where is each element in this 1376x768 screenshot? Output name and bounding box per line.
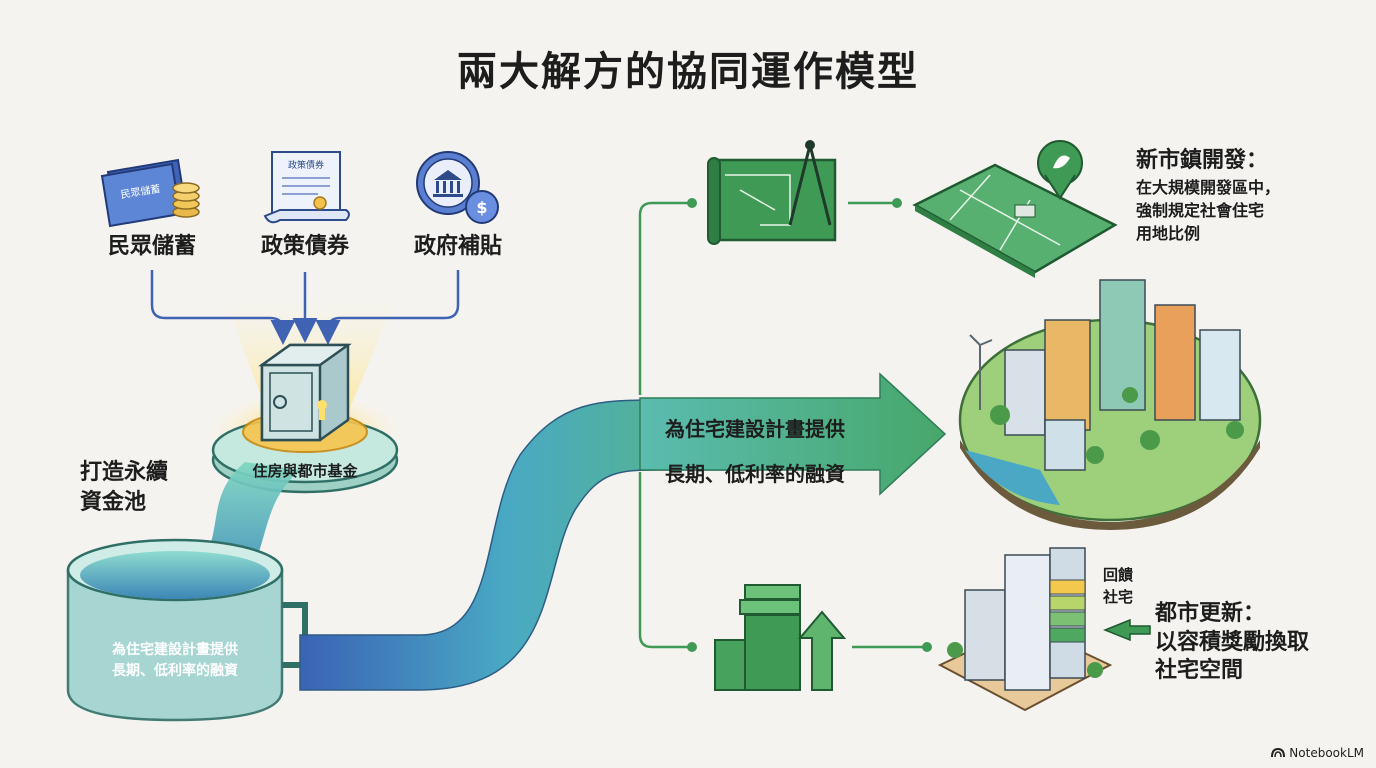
brand-name: NotebookLM [1289, 745, 1364, 760]
tank-caption-line-2: 長期、低利率的融資 [112, 663, 238, 679]
new-town-text: 新市鎮開發： 在大規模開發區中， 強制規定社會住宅 用地比例 [1136, 147, 1280, 245]
pool-label-line-2: 資金池 [80, 489, 147, 515]
water-tank-icon [66, 538, 308, 722]
arrow-caption-line-2: 長期、低利率的融資 [665, 462, 845, 486]
new-town-heading: 新市鎮開發： [1136, 148, 1269, 173]
renewal-callout-line-2: 社宅 [1103, 587, 1134, 606]
safe-vault-icon [258, 343, 352, 442]
arrow-subsidy-to-fund [315, 270, 460, 345]
government-subsidy-icon: $ [416, 151, 499, 224]
urban-renewal-line-2: 以容積獎勵換取 [1155, 629, 1310, 655]
new-town-desc-line-3: 用地比例 [1136, 223, 1201, 243]
urban-renewal-line-1: 都市更新： [1155, 601, 1266, 626]
source-label-bonds: 政策債券 [260, 234, 349, 259]
fund-label: 住房與都市基金 [252, 462, 358, 480]
branch-new-town [638, 201, 690, 395]
diagram-title: 兩大解方的協同運作模型 [457, 49, 919, 95]
arrow-caption-line-1: 為住宅建設計畫提供 [665, 417, 845, 441]
branch-urban-renewal [638, 472, 690, 649]
bond-document-icon: 政策債券 [263, 151, 350, 224]
tank-caption: 為住宅建設計畫提供 長期、低利率的融資 [82, 640, 268, 682]
blueprint-compass-icon [707, 140, 837, 245]
pool-label: 打造永續 資金池 [80, 458, 168, 517]
source-label-savings: 民眾儲蓄 [107, 234, 196, 259]
land-plan-map-icon [912, 140, 1118, 278]
svg-text:$: $ [476, 198, 487, 217]
building-blocks-growth-icon [714, 584, 847, 691]
renewal-callout-line-1: 回饋 [1103, 566, 1134, 584]
new-town-desc-line-1: 在大規模開發區中， [1136, 177, 1281, 197]
urban-renewal-text: 都市更新： 以容積獎勵換取 社宅空間 [1155, 600, 1309, 686]
brand-mark: NotebookLM [1271, 746, 1364, 760]
svg-text:政策債券: 政策債券 [288, 159, 324, 171]
renewal-callout: 回饋 社宅 [1103, 565, 1133, 609]
new-town-desc-line-2: 強制規定社會住宅 [1136, 200, 1265, 220]
renewal-tower-icon [937, 547, 1151, 712]
tank-caption-line-1: 為住宅建設計畫提供 [112, 642, 238, 658]
pool-label-line-1: 打造永續 [80, 460, 169, 485]
green-city-icon [958, 279, 1262, 530]
urban-renewal-line-3: 社宅空間 [1155, 658, 1244, 684]
arrow-caption: 為住宅建設計畫提供 長期、低利率的融資 [665, 407, 845, 497]
notebooklm-logo-icon [1271, 747, 1286, 757]
financing-arrow [639, 372, 947, 496]
arrow-savings-to-fund [150, 270, 296, 345]
savings-book-icon: 民眾儲蓄 [100, 158, 200, 228]
source-label-subsidy: 政府補貼 [413, 234, 502, 259]
